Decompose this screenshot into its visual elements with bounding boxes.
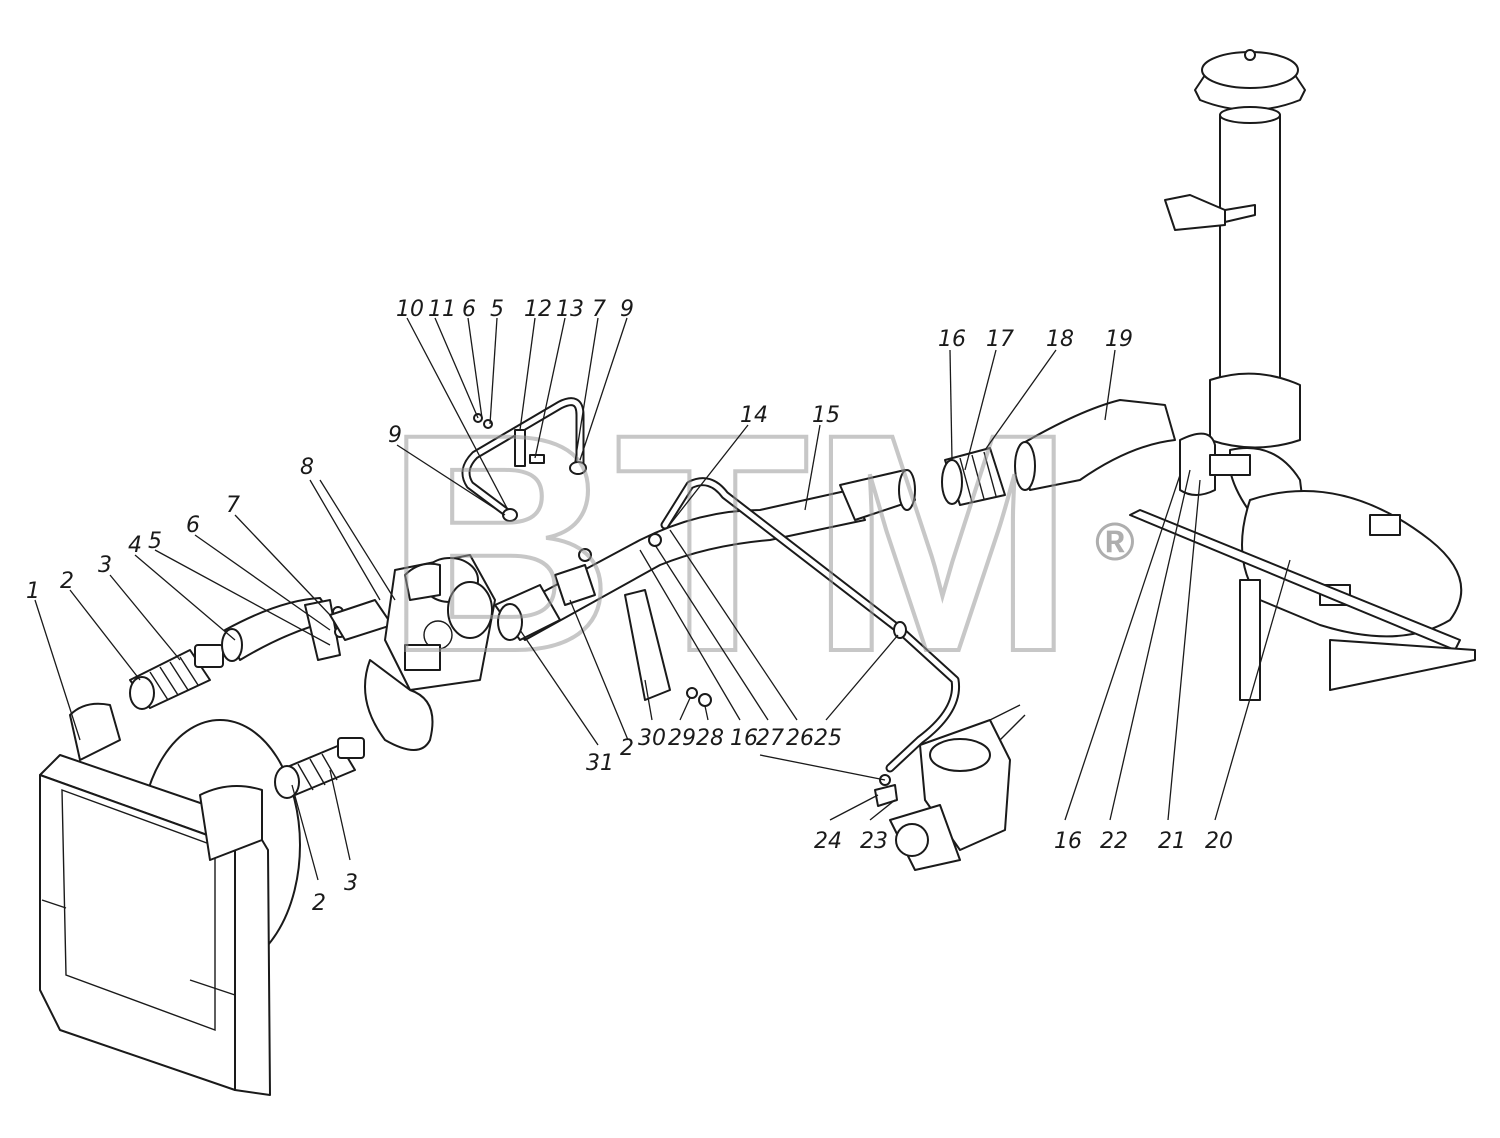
callout-21: 21 bbox=[1158, 829, 1186, 854]
callout-29: 29 bbox=[668, 726, 696, 751]
callout-12: 12 bbox=[524, 297, 552, 322]
callout-23: 23 bbox=[860, 829, 888, 854]
callout-6: 6 bbox=[186, 513, 200, 538]
callout-25: 25 bbox=[814, 726, 842, 751]
callout-labels: 1 2 3 4 5 6 7 8 10 11 6 5 12 13 7 9 9 14… bbox=[26, 297, 1233, 916]
callout-13: 13 bbox=[556, 297, 584, 322]
callout-18: 18 bbox=[1046, 327, 1074, 352]
callout-3: 3 bbox=[98, 553, 112, 578]
callout-9: 9 bbox=[388, 423, 402, 448]
intercooler-radiator bbox=[39, 702, 301, 1096]
hose-upper-left bbox=[129, 644, 224, 710]
air-compressor bbox=[874, 704, 1026, 871]
watermark: BTM ® bbox=[383, 367, 1135, 718]
callout-27: 27 bbox=[756, 726, 784, 751]
turbocharger bbox=[364, 554, 496, 751]
callout-8: 8 bbox=[300, 455, 314, 480]
leader-lines bbox=[34, 317, 1291, 881]
callout-10: 10 bbox=[396, 297, 424, 322]
hose-lower-left bbox=[274, 737, 365, 799]
callout-7: 7 bbox=[226, 493, 240, 518]
callout-16-lower: 16 bbox=[1054, 829, 1082, 854]
oil-tube-assembly bbox=[461, 397, 587, 522]
watermark-text: BTM bbox=[385, 369, 1075, 716]
callout-20: 20 bbox=[1205, 829, 1233, 854]
callout-16-center: 16 bbox=[730, 726, 758, 751]
callout-6-upper: 6 bbox=[462, 297, 476, 322]
callout-30: 30 bbox=[638, 726, 666, 751]
callout-17: 17 bbox=[986, 327, 1014, 352]
intake-pipe-left bbox=[221, 597, 393, 662]
callout-2-lower: 2 bbox=[312, 891, 326, 916]
callout-26: 26 bbox=[786, 726, 814, 751]
callout-24: 24 bbox=[814, 829, 842, 854]
callout-2: 2 bbox=[60, 569, 74, 594]
callout-14: 14 bbox=[740, 403, 768, 428]
callout-2-center: 2 bbox=[620, 736, 634, 761]
callout-3-lower: 3 bbox=[344, 871, 358, 896]
callout-4: 4 bbox=[128, 533, 142, 558]
callout-15: 15 bbox=[812, 403, 840, 428]
air-filter bbox=[1129, 49, 1476, 701]
callout-16-upper: 16 bbox=[938, 327, 966, 352]
watermark-registered-mark: ® bbox=[1095, 512, 1135, 572]
inlet-hose-right bbox=[941, 399, 1176, 506]
callout-9-upper: 9 bbox=[620, 297, 634, 322]
callout-28: 28 bbox=[696, 726, 724, 751]
callout-19: 19 bbox=[1105, 327, 1133, 352]
callout-5-upper: 5 bbox=[490, 297, 504, 322]
compressor-tube bbox=[660, 477, 961, 773]
callout-31: 31 bbox=[586, 751, 614, 776]
callout-7-upper: 7 bbox=[592, 297, 606, 322]
callout-1: 1 bbox=[26, 579, 40, 604]
callout-22: 22 bbox=[1100, 829, 1128, 854]
callout-11: 11 bbox=[428, 297, 456, 322]
callout-5: 5 bbox=[148, 529, 162, 554]
